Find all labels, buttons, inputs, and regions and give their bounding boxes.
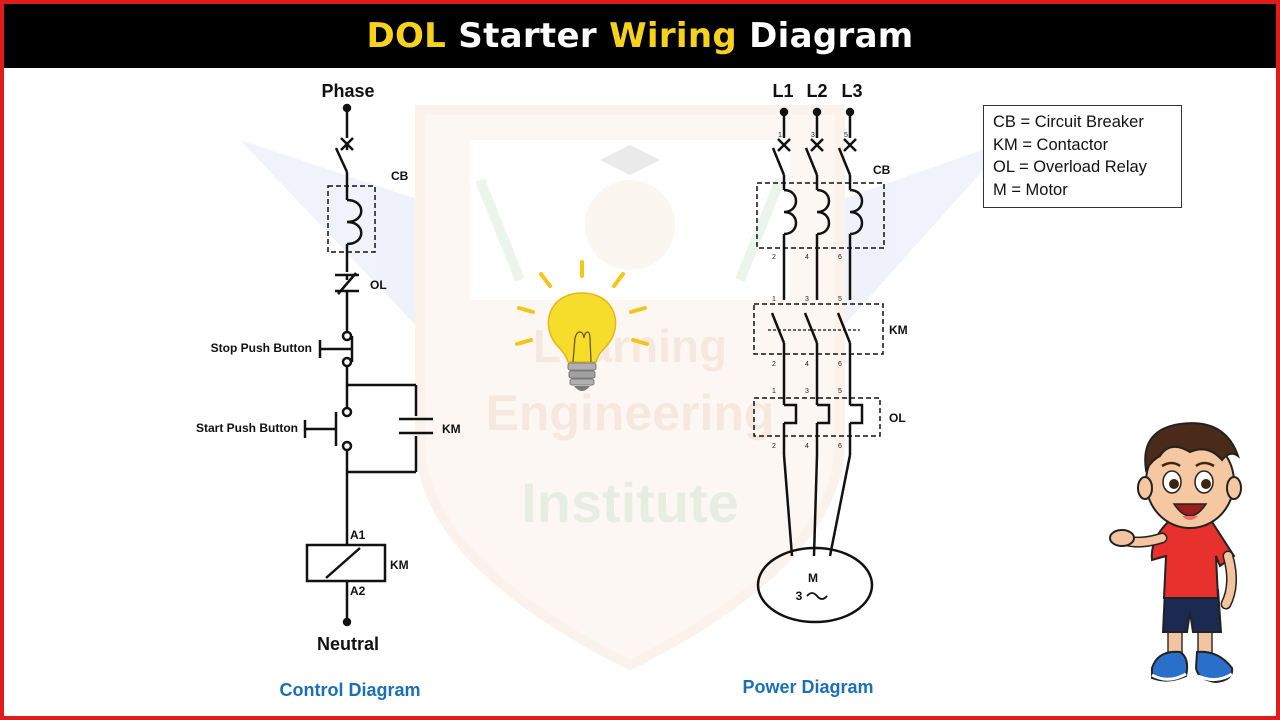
title-bar: DOL Starter Wiring Diagram: [4, 4, 1276, 68]
phase-line-l3: [828, 107, 864, 557]
motor-3-label: 3: [796, 589, 803, 603]
terminal-ol-6: 6: [838, 443, 842, 450]
legend-item-km: KM = Contactor: [993, 135, 1109, 154]
terminal-cb-6: 6: [838, 254, 842, 261]
phase-line-l2: [803, 107, 831, 557]
power-cb-label: CB: [873, 163, 891, 177]
km-coil: [305, 543, 387, 583]
l1-label: L1: [772, 81, 793, 101]
km-contact-label: KM: [442, 422, 461, 436]
cb-thermal-element: [346, 198, 363, 246]
title-word-diagram: Diagram: [749, 16, 914, 56]
light-bulb-icon: [515, 260, 649, 391]
terminal-ol-3: 3: [805, 388, 809, 395]
power-diagram-caption: Power Diagram: [742, 677, 873, 697]
cartoon-boy-illustration: [1109, 422, 1242, 684]
title-word-wiring: Wiring: [609, 16, 737, 56]
l2-label: L2: [806, 81, 827, 101]
title-word-dol: DOL: [366, 16, 447, 56]
legend-item-ol: OL = Overload Relay: [993, 158, 1147, 176]
terminal-ol-1: 1: [772, 388, 776, 395]
legend-item-m: M = Motor: [993, 180, 1068, 199]
power-km-dashed-box: [753, 303, 884, 355]
coil-a1-label: A1: [350, 528, 366, 542]
terminal-cb-4: 4: [805, 254, 809, 261]
ac-tilde-icon: [806, 592, 828, 600]
control-diagram-caption: Control Diagram: [279, 680, 420, 700]
stop-push-button-label: Stop Push Button: [211, 341, 312, 355]
terminal-ol-4: 4: [805, 443, 809, 450]
power-km-label: KM: [889, 323, 908, 337]
watermark-line3: Institute: [521, 471, 739, 534]
control-ol-label: OL: [370, 278, 387, 292]
terminal-cb-1: 1: [778, 132, 782, 139]
terminal-km-5: 5: [838, 296, 842, 303]
control-cb-label: CB: [391, 169, 409, 183]
terminal-ol-5: 5: [838, 388, 842, 395]
terminal-km-4: 4: [805, 361, 809, 368]
neutral-label: Neutral: [317, 634, 379, 654]
terminal-cb-2: 2: [772, 254, 776, 261]
terminal-cb-3: 3: [811, 132, 815, 139]
power-circuit: [756, 107, 874, 624]
power-ol-label: OL: [889, 411, 906, 425]
phase-label: Phase: [321, 81, 374, 101]
start-push-button-label: Start Push Button: [196, 421, 298, 435]
terminal-km-3: 3: [805, 296, 809, 303]
l3-label: L3: [841, 81, 862, 101]
title-word-starter: Starter: [458, 16, 597, 56]
coil-a2-label: A2: [350, 584, 366, 598]
control-cb-dashed-box: [327, 185, 376, 253]
terminal-ol-2: 2: [772, 443, 776, 450]
start-button-terminal-top: [341, 406, 353, 418]
terminal-km-1: 1: [772, 296, 776, 303]
page-title: DOL Starter Wiring Diagram: [366, 16, 913, 56]
watermark-line2: Engineering: [486, 385, 775, 441]
km-coil-label: KM: [390, 558, 409, 572]
phase-line-l1: [770, 107, 798, 557]
legend-item-cb: CB = Circuit Breaker: [993, 113, 1144, 131]
stop-button-terminal-top: [341, 330, 353, 342]
terminal-km-2: 2: [772, 361, 776, 368]
neutral-terminal: [342, 617, 352, 627]
terminal-cb-5: 5: [844, 132, 848, 139]
legend-box: CB = Circuit Breaker KM = Contactor OL =…: [983, 105, 1182, 208]
motor-m-label: M: [808, 571, 818, 585]
motor: [756, 546, 874, 624]
power-ol-dashed-box: [753, 397, 881, 437]
cb-switch-blade: [334, 147, 349, 173]
terminal-numbers: 1 3 5 2 4 6 1 3 5 2 4 6 1 3 5 2 4 6: [772, 132, 848, 450]
terminal-km-6: 6: [838, 361, 842, 368]
